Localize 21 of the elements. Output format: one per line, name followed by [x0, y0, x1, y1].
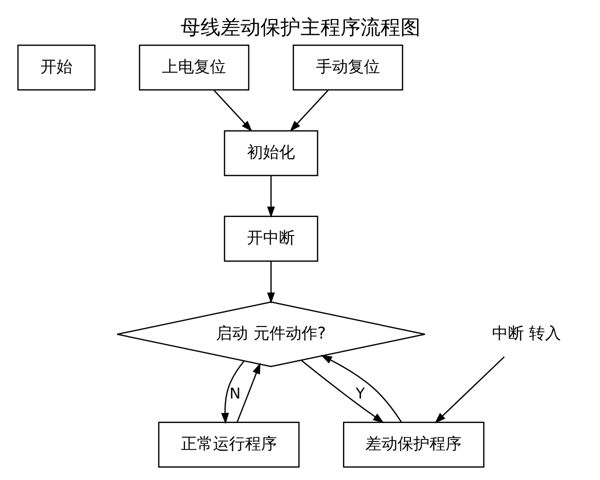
arrow [434, 356, 504, 424]
node-box: 正常运行程序 [158, 422, 300, 468]
node-text: 中断 转入 [492, 324, 561, 342]
arrow [236, 362, 260, 423]
diagram-title: 母线差动保护主程序流程图 [180, 16, 420, 39]
node-diamond: 启动 元件动作? [116, 301, 425, 368]
node-box: 开中断 [223, 216, 318, 262]
arrow [266, 176, 274, 218]
arrow [300, 360, 384, 424]
node-box: 开始 [16, 44, 95, 90]
edge-label: Y [355, 384, 364, 402]
edge-label: N [228, 384, 240, 402]
arrow [220, 360, 244, 424]
arrow [289, 90, 328, 132]
node-box: 手动复位 [292, 44, 403, 90]
arrow [266, 261, 274, 304]
node-box: 上电复位 [138, 44, 249, 90]
node-box: 初始化 [223, 130, 318, 176]
node-box: 差动保护程序 [342, 422, 484, 468]
arrow [212, 90, 252, 132]
arrow [320, 355, 402, 422]
